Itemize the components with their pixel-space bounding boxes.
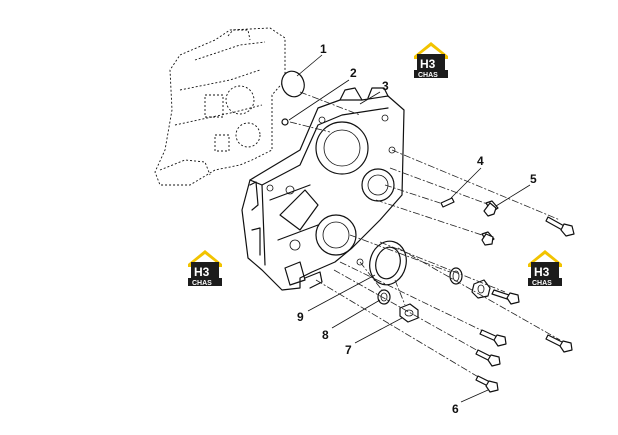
brand-logo-left: H3 CHAS	[188, 250, 222, 287]
bolt-5a	[483, 200, 499, 217]
alignment-lines	[289, 91, 561, 379]
bolt-long-right	[545, 334, 573, 353]
logo-sub-text: CHAS	[192, 280, 212, 287]
callout-4: 4	[477, 154, 484, 168]
brand-logo-right: H3 CHAS	[528, 250, 562, 287]
bolt-6	[475, 375, 499, 393]
dowel-pin-part-4	[440, 197, 455, 208]
callout-1: 1	[320, 42, 327, 56]
callout-9: 9	[297, 310, 304, 324]
brand-logo-top: H3 CHAS	[414, 42, 448, 79]
o-ring-part-8	[377, 289, 391, 305]
bolt-upper-right	[545, 216, 575, 237]
callout-2: 2	[350, 66, 357, 80]
callout-numbers: 1 2 3 4 5 6 7 8 9	[297, 42, 537, 416]
bolt-mid-2	[491, 289, 520, 305]
logo-mark-text: H3	[534, 265, 550, 279]
bolt-mid-1	[481, 231, 495, 246]
callout-8: 8	[322, 328, 329, 342]
o-ring-part-1	[281, 70, 305, 98]
callout-7: 7	[345, 343, 352, 357]
logo-sub-text: CHAS	[418, 72, 438, 79]
bolts	[475, 200, 575, 393]
callout-6: 6	[452, 402, 459, 416]
bolt-lower-1	[479, 329, 507, 347]
bolt-lower-2	[475, 349, 501, 367]
logo-mark-text: H3	[194, 265, 210, 279]
logo-mark-text: H3	[420, 57, 436, 71]
logo-sub-text: CHAS	[532, 280, 552, 287]
callout-3: 3	[382, 79, 389, 93]
plug-part-7	[399, 303, 419, 323]
engine-block-rear	[154, 27, 286, 186]
callout-5: 5	[530, 172, 537, 186]
gear-housing-part-3	[241, 87, 405, 291]
seal-ring-part-9	[369, 240, 407, 286]
plug-part-2	[281, 118, 289, 126]
leader-lines	[288, 54, 531, 403]
